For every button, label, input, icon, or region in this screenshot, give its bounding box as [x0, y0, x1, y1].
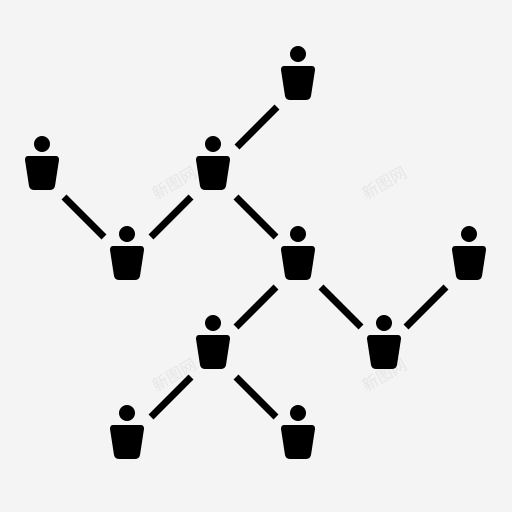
person-icon — [281, 46, 315, 100]
network-link — [233, 284, 279, 330]
person-icon — [196, 136, 230, 190]
person-icon — [110, 226, 144, 280]
person-icon — [196, 315, 230, 369]
network-link — [318, 284, 364, 330]
network-link — [403, 284, 449, 330]
person-icon — [281, 226, 315, 280]
person-icon — [25, 136, 59, 190]
person-icon — [367, 315, 401, 369]
network-link — [234, 104, 280, 150]
network-link — [61, 194, 107, 240]
network-link — [233, 194, 279, 240]
person-icon — [452, 226, 486, 280]
person-icon — [281, 405, 315, 459]
watermark-text: 新图网 — [359, 163, 410, 203]
person-icon — [110, 405, 144, 459]
network-links — [61, 104, 449, 420]
network-link — [233, 374, 279, 420]
network-link — [148, 194, 194, 240]
network-link — [148, 374, 194, 420]
watermark-text: 新图网 — [149, 163, 200, 203]
